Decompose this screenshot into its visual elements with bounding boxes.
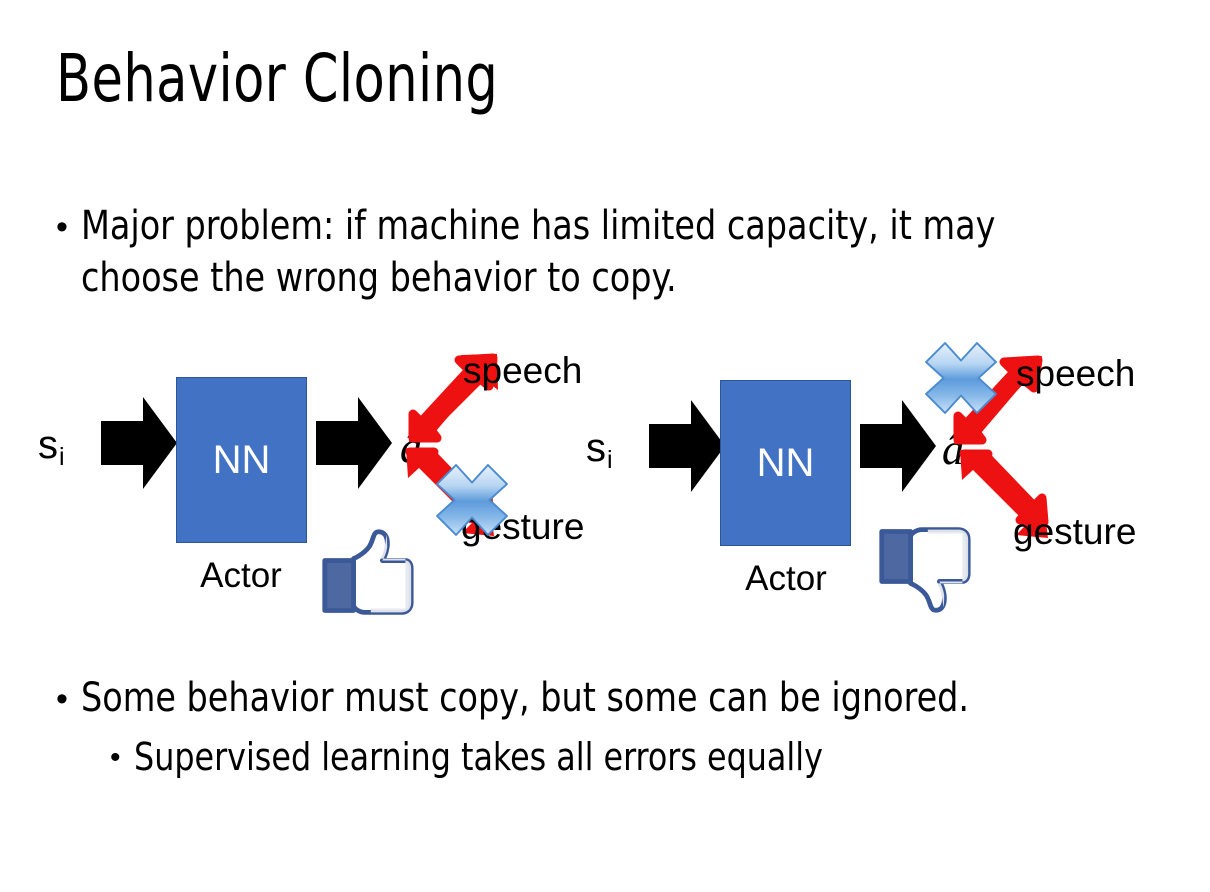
- bullet-marker-icon: •: [110, 741, 121, 774]
- speech-double-arrow-left: [401, 346, 505, 450]
- state-subscript: i: [607, 446, 613, 474]
- page-title: Behavior Cloning: [56, 40, 499, 117]
- bullet-text: Major problem: if machine has limited ca…: [80, 203, 996, 301]
- actor-caption-right: Actor: [745, 559, 827, 598]
- output-label-speech-right: speech: [1016, 353, 1136, 394]
- thumbs-up-icon: [318, 526, 416, 622]
- nn-box-right: NN: [720, 380, 851, 546]
- bad-case-diagram: si NN Actor âi: [548, 330, 1153, 640]
- bullet-marker-icon: •: [56, 208, 68, 246]
- nn-box-left: NN: [176, 377, 307, 543]
- bullet-marker-icon: •: [56, 680, 68, 718]
- bullet-text: Some behavior must copy, but some can be…: [80, 675, 969, 721]
- output-block-arrow-left: [316, 395, 392, 491]
- bullet-item-major-problem: • Major problem: if machine has limited …: [56, 200, 1146, 304]
- bullet-text: Supervised learning takes all errors equ…: [133, 735, 823, 779]
- good-case-diagram: si NN Actor âi: [0, 330, 605, 640]
- diagram-area: si NN Actor âi: [0, 330, 1210, 640]
- cross-out-icon-speech-right: [923, 340, 999, 416]
- thumbs-down-icon: [875, 520, 973, 616]
- actor-caption-left: Actor: [200, 556, 282, 595]
- output-label-speech-left: speech: [463, 350, 583, 391]
- nn-label: NN: [212, 438, 271, 482]
- gesture-double-arrow-right: [952, 442, 1056, 546]
- nn-label: NN: [756, 441, 815, 485]
- input-block-arrow-left: [101, 395, 177, 491]
- output-label-gesture-right: gesture: [1013, 511, 1137, 552]
- state-label-left: si: [38, 423, 65, 471]
- state-subscript: i: [59, 443, 65, 471]
- output-block-arrow-right: [860, 398, 936, 494]
- bullet-item-some-behavior: • Some behavior must copy, but some can …: [56, 672, 1176, 724]
- input-block-arrow-right: [649, 398, 725, 494]
- speech-double-arrow-right: [946, 348, 1050, 452]
- cross-out-icon-gesture-left: [434, 462, 510, 538]
- bullet-item-supervised-learning: • Supervised learning takes all errors e…: [110, 733, 1170, 782]
- state-label-right: si: [586, 426, 613, 474]
